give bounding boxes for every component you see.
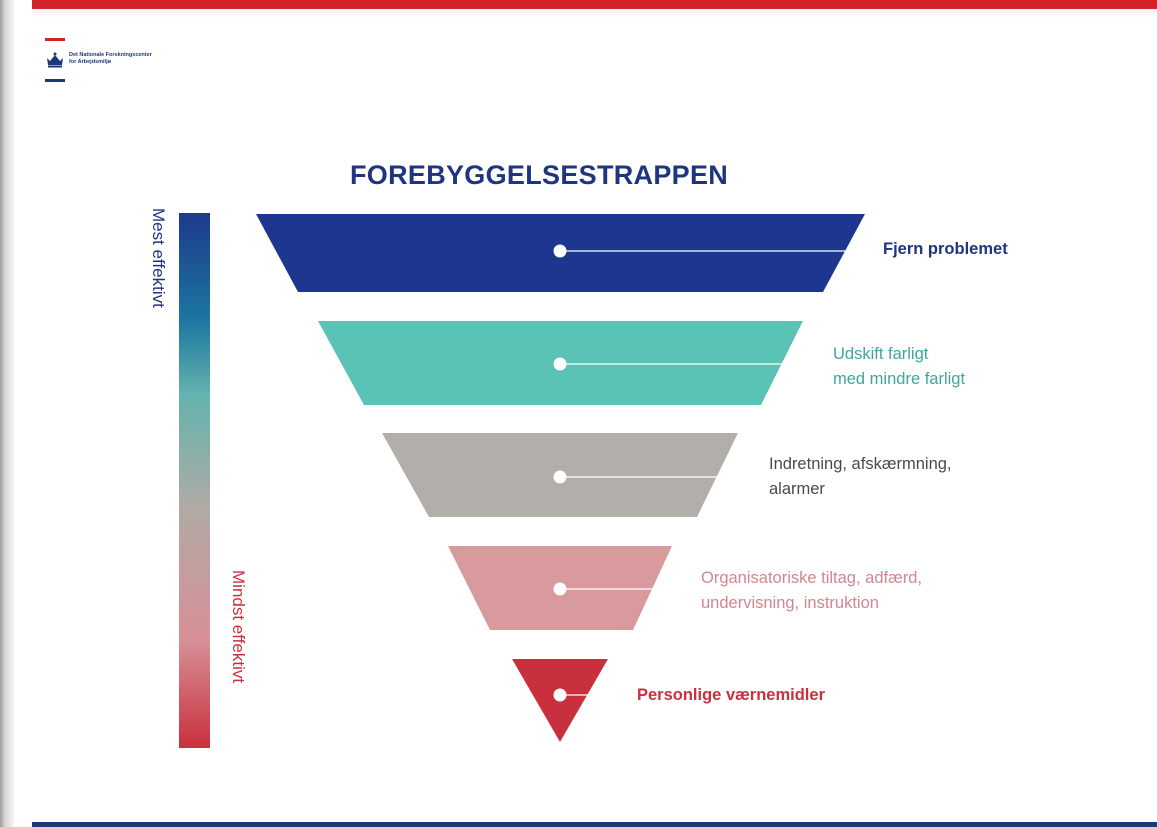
bottom-blue-bar: [32, 822, 1157, 827]
step-2-line-1: Udskift farligt: [833, 345, 929, 363]
step-label-4: Organisatoriske tiltag, adfærd, undervis…: [701, 566, 1001, 616]
crown-icon: [47, 52, 63, 68]
step-3-line-2: alarmer: [769, 480, 825, 498]
step-3-line-1: Indretning, afskærmning,: [769, 455, 952, 473]
window-edge: [0, 0, 14, 827]
marker-dot-4: [553, 582, 567, 596]
step-5-line-1: Personlige værnemidler: [637, 686, 825, 704]
top-red-bar: [32, 0, 1157, 9]
step-label-3: Indretning, afskærmning, alarmer: [769, 452, 1049, 502]
step-label-1: Fjern problemet: [883, 237, 1008, 262]
step-label-2: Udskift farligt med mindre farligt: [833, 342, 1073, 392]
diagram-title: FOREBYGGELSESTRAPPEN: [350, 160, 729, 190]
top-bar-shadow: [32, 9, 1157, 19]
marker-dot-2: [553, 357, 567, 371]
step-label-5: Personlige værnemidler: [637, 683, 825, 708]
logo-blue-dash: [45, 79, 65, 82]
step-4-line-1: Organisatoriske tiltag, adfærd,: [701, 569, 923, 587]
logo-line-1: Det Nationale Forskningscenter: [69, 52, 152, 58]
logo-line-2: for Arbejdsmiljø: [69, 58, 111, 65]
step-1-line-1: Fjern problemet: [883, 240, 1008, 258]
logo-red-dash: [45, 38, 65, 41]
effectiveness-gradient-bar: [179, 213, 210, 748]
step-4-line-2: undervisning, instruktion: [701, 594, 879, 612]
step-2-line-2: med mindre farligt: [833, 370, 966, 388]
marker-dot-5: [553, 688, 567, 702]
marker-dot-1: [553, 244, 567, 258]
organization-logo: Det Nationale Forskningscenter for Arbej…: [45, 38, 245, 88]
logo-text: Det Nationale Forskningscenter for Arbej…: [69, 52, 152, 65]
marker-dot-3: [553, 470, 567, 484]
